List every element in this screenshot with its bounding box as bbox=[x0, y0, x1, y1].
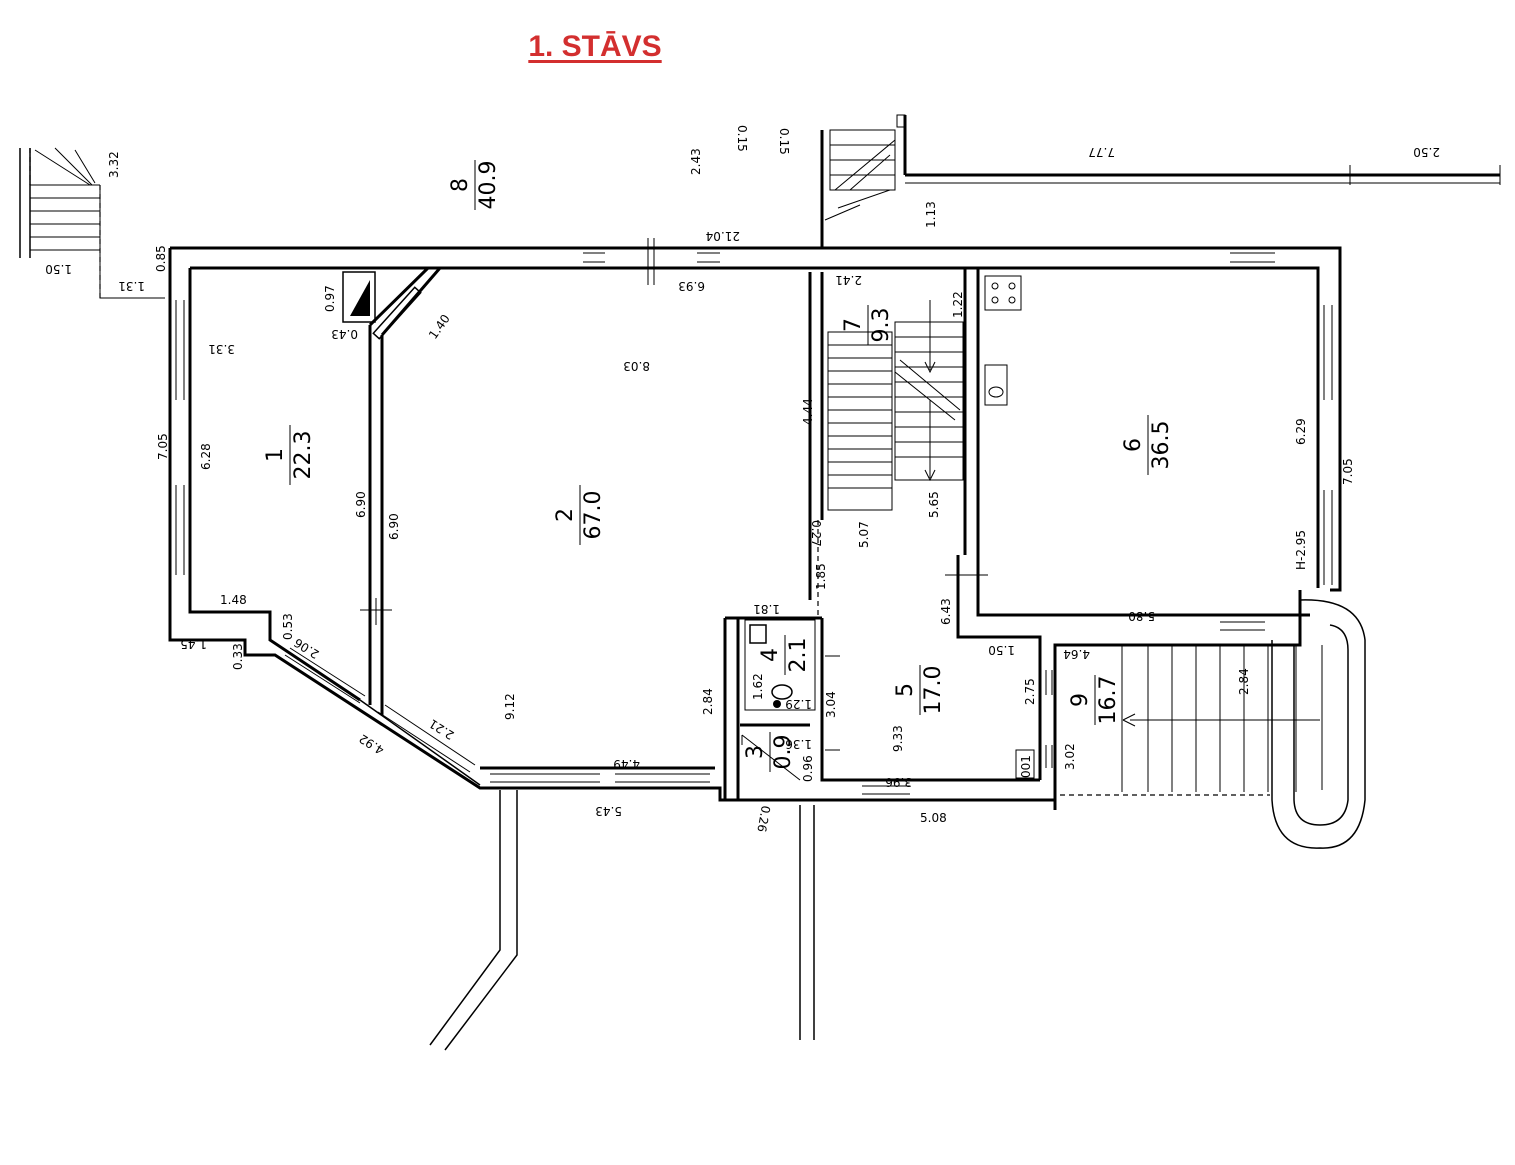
dimension-label: 8.03 bbox=[623, 359, 650, 373]
fixture-room1 bbox=[342, 271, 376, 323]
dimension-label: 2.43 bbox=[689, 148, 703, 175]
dimension-label: 1.36 bbox=[785, 737, 812, 751]
dimension-label: 5.07 bbox=[857, 521, 871, 548]
windows bbox=[175, 238, 1333, 795]
dimension-label: 1.22 bbox=[951, 291, 965, 318]
dimension-label: 1.31 bbox=[118, 279, 145, 293]
dimension-label: 6.90 bbox=[354, 491, 368, 518]
dimension-label: 2.75 bbox=[1023, 678, 1037, 705]
dimension-label: 7.05 bbox=[1341, 458, 1355, 485]
dimension-label: 1.62 bbox=[751, 673, 765, 700]
dimension-label: 5.08 bbox=[920, 811, 947, 825]
dimension-label: H-2.95 bbox=[1294, 530, 1308, 570]
room-number: 5 bbox=[893, 683, 918, 697]
dimension-label: 0.53 bbox=[281, 613, 295, 640]
room-number: 2 bbox=[553, 508, 578, 522]
dimension-label: 1.81 bbox=[753, 602, 780, 616]
dimension-label: 0.27 bbox=[809, 520, 823, 547]
dimension-label: 4.64 bbox=[1063, 647, 1090, 661]
dimension-label: 5.80 bbox=[1128, 609, 1155, 623]
stair-9 bbox=[1060, 645, 1323, 796]
dimension-label: 5.65 bbox=[927, 491, 941, 518]
dimension-label: 3.96 bbox=[885, 775, 912, 789]
room-area: 9.3 bbox=[869, 308, 894, 343]
room-area: 67.0 bbox=[581, 491, 606, 540]
room-number: 4 bbox=[758, 648, 783, 662]
dimension-label: 4.49 bbox=[613, 757, 640, 771]
room-area: 0.9 bbox=[771, 735, 796, 770]
dimension-label: 0.85 bbox=[154, 245, 168, 272]
dimension-label: 1.40 bbox=[426, 312, 453, 342]
dimension-label: 6.28 bbox=[199, 443, 213, 470]
plan-title: 1. STĀVS bbox=[528, 30, 662, 63]
dimension-label: 6.43 bbox=[939, 598, 953, 625]
dimension-label: 3.31 bbox=[208, 342, 235, 356]
dimension-label: 1.29 bbox=[785, 697, 812, 711]
dimension-labels: 3.32 1.50 1.31 0.85 2.43 0.15 0.15 1.13 … bbox=[45, 125, 1440, 833]
room-area: 17.0 bbox=[921, 666, 946, 715]
dimension-label: 0.43 bbox=[331, 327, 358, 341]
dimension-label: 4.92 bbox=[357, 731, 387, 757]
dimension-label: 1.45 bbox=[180, 637, 207, 651]
outer-walls bbox=[168, 246, 1342, 810]
dimension-label: 2.41 bbox=[835, 273, 862, 287]
dimension-label: 2.50 bbox=[1413, 145, 1440, 159]
dimension-label: 3.02 bbox=[1063, 743, 1077, 770]
dimension-label: 0.15 bbox=[777, 128, 791, 155]
dimension-label: 4.44 bbox=[801, 398, 815, 425]
room-number: 9 bbox=[1068, 693, 1093, 707]
stair-7 bbox=[827, 300, 964, 511]
dimension-label: 5.43 bbox=[595, 804, 622, 818]
dimension-label: 2.21 bbox=[427, 716, 457, 742]
dimension-label: 6.29 bbox=[1294, 418, 1308, 445]
room-area: 40.9 bbox=[476, 161, 501, 210]
dimension-label: 3.04 bbox=[824, 691, 838, 718]
room-number: 6 bbox=[1121, 438, 1146, 452]
bottom-walls bbox=[429, 790, 815, 1051]
dimension-label: 6.93 bbox=[678, 279, 705, 293]
dimension-label: 001 bbox=[1019, 755, 1033, 778]
dimension-label: 7.05 bbox=[156, 433, 170, 460]
external-stair-left bbox=[19, 147, 165, 299]
room-area: 36.5 bbox=[1149, 421, 1174, 470]
room-number: 1 bbox=[263, 448, 288, 462]
dimension-label: 0.15 bbox=[735, 125, 749, 152]
room-area: 22.3 bbox=[291, 431, 316, 480]
dimension-label: 2.84 bbox=[701, 688, 715, 715]
dimension-label: 21.04 bbox=[706, 229, 740, 243]
dimension-label: 9.33 bbox=[891, 725, 905, 752]
room-area: 2.1 bbox=[786, 638, 811, 673]
dimension-label: 9.12 bbox=[503, 693, 517, 720]
dimension-label: 0.26 bbox=[754, 804, 772, 833]
room-area: 16.7 bbox=[1096, 676, 1121, 725]
room-number: 3 bbox=[743, 745, 768, 759]
room-labels: 1 22.3 2 67.0 3 0.9 4 2.1 5 17.0 6 36.5 bbox=[263, 160, 1174, 772]
dimension-label: 1.13 bbox=[924, 201, 938, 228]
dimension-label: 6.90 bbox=[387, 513, 401, 540]
dimension-label: 7.77 bbox=[1088, 145, 1115, 159]
dimension-label: 1.85 bbox=[814, 563, 828, 590]
door-marks bbox=[360, 520, 988, 751]
dimension-label: 3.32 bbox=[107, 151, 121, 178]
room-number: 8 bbox=[448, 178, 473, 192]
curved-ramp bbox=[1271, 599, 1366, 849]
dimension-label: 2.84 bbox=[1237, 668, 1251, 695]
external-stair-right bbox=[820, 114, 1501, 248]
dimension-label: 1.50 bbox=[988, 643, 1015, 657]
dimension-label: 0.96 bbox=[801, 755, 815, 782]
dimension-label: 0.97 bbox=[323, 285, 337, 312]
fixtures bbox=[741, 275, 1035, 781]
dimension-label: 1.50 bbox=[45, 262, 72, 276]
dimension-label: 0.33 bbox=[231, 643, 245, 670]
dimension-label: 1.48 bbox=[220, 593, 247, 607]
room-number: 7 bbox=[841, 318, 866, 332]
